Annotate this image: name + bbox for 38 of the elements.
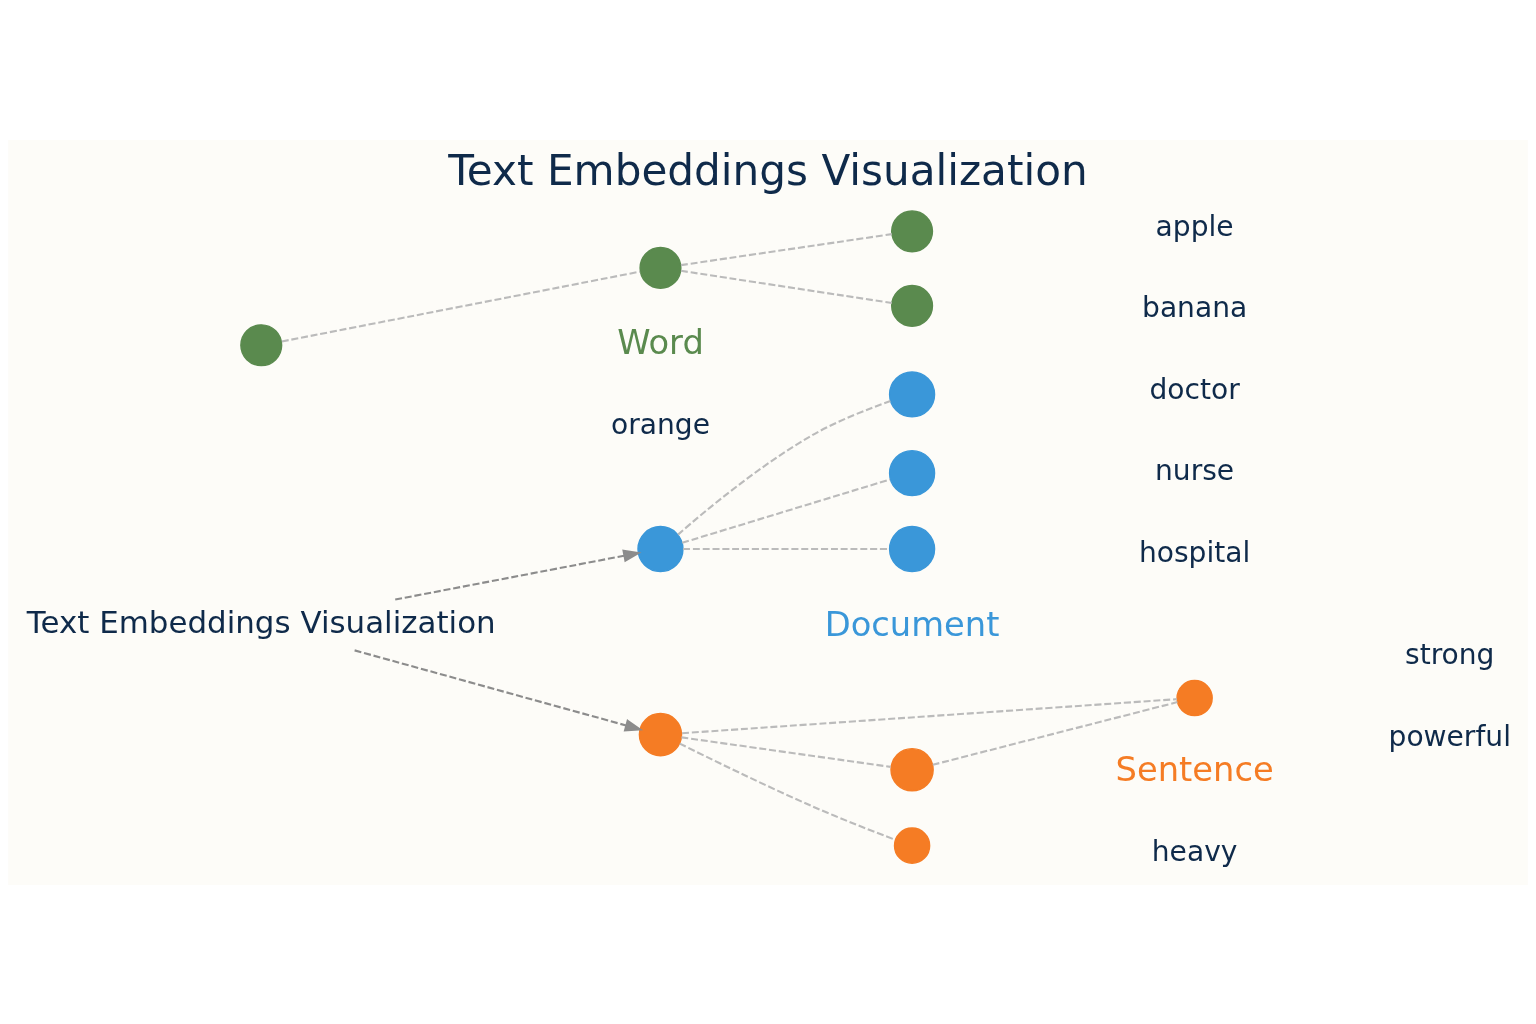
label: apple (1155, 209, 1234, 243)
node-circle (1176, 679, 1213, 716)
connector (281, 270, 641, 343)
label: Word (617, 322, 704, 362)
node-circle (639, 246, 682, 289)
label: hospital (1138, 535, 1251, 569)
node-circle (888, 370, 936, 418)
connector (680, 269, 892, 304)
arrow (354, 648, 643, 731)
label: Sentence (1115, 749, 1274, 789)
node-circle (890, 747, 934, 792)
connector (681, 477, 891, 544)
connector (677, 399, 891, 535)
arrow (395, 549, 642, 601)
label: nurse (1155, 453, 1235, 487)
connector (682, 697, 1177, 734)
node-circle (893, 826, 931, 864)
label: strong (1405, 637, 1495, 671)
connector (681, 735, 891, 768)
node-circle (891, 209, 934, 252)
node-circle (888, 525, 936, 572)
label: banana (1142, 290, 1248, 324)
node-circle (888, 449, 936, 496)
node-text: Text Embeddings Visualization (26, 603, 496, 640)
node-circle (637, 525, 684, 572)
diagram-title: Text Embeddings Visualization (448, 145, 1088, 195)
connector (932, 700, 1178, 766)
node-circle (240, 323, 283, 366)
connector (680, 232, 892, 266)
node-circle (891, 284, 934, 327)
label: heavy (1151, 834, 1238, 868)
label: powerful (1388, 719, 1511, 753)
connector (679, 742, 896, 841)
label: doctor (1149, 372, 1240, 406)
label: Document (824, 604, 1000, 644)
label: orange (611, 407, 710, 441)
node-circle (638, 712, 683, 756)
connector (683, 547, 890, 550)
